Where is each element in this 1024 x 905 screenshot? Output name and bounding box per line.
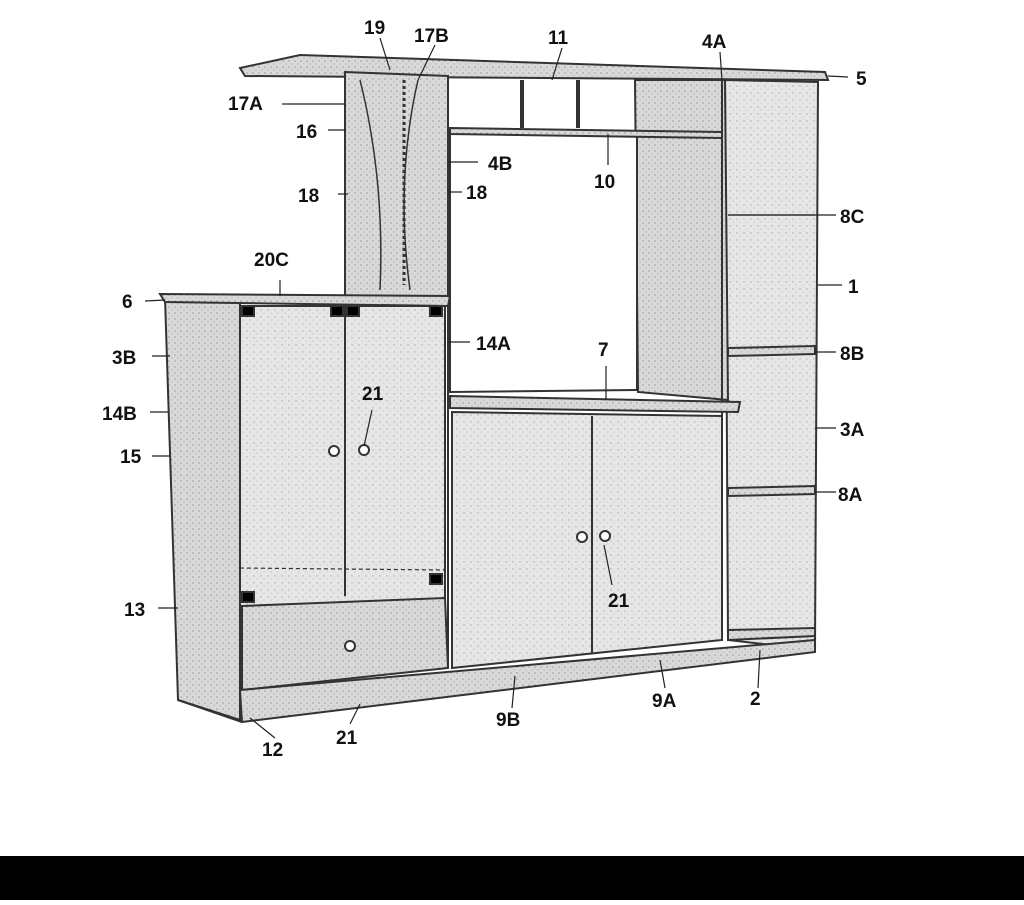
label-14A: 14A	[476, 334, 511, 355]
knob-center-left	[576, 531, 588, 543]
label-4B: 4B	[488, 154, 512, 175]
hinge-tm1	[330, 305, 344, 317]
label-5: 5	[856, 69, 867, 90]
black-bottom-band	[0, 856, 1024, 900]
label-21-drawer: 21	[336, 728, 358, 749]
right-side-panel	[723, 78, 820, 652]
label-11: 11	[548, 28, 569, 49]
knob-center-right	[599, 530, 611, 542]
label-2: 2	[750, 689, 761, 710]
counter-top-6	[158, 292, 452, 308]
reference-labels: 19 17B 11 4A 5 17A 16 4B 10 18 18 8C 20C…	[102, 18, 867, 761]
center-top-7	[449, 394, 742, 414]
hinge-tl	[241, 305, 255, 317]
upper-left-tower	[344, 70, 449, 302]
label-3A: 3A	[840, 420, 865, 441]
label-1: 1	[848, 277, 859, 298]
label-8B: 8B	[840, 344, 864, 365]
label-15: 15	[120, 447, 142, 468]
knob-glass-left	[328, 445, 340, 457]
label-12: 12	[262, 740, 283, 761]
base-edge	[177, 699, 243, 723]
glass-cabinet	[239, 305, 446, 607]
base-plinth	[238, 638, 816, 724]
center-upper-panel	[633, 79, 730, 402]
label-21-center: 21	[608, 591, 630, 612]
label-8C: 8C	[840, 207, 865, 228]
label-13: 13	[124, 600, 145, 621]
hinge-bl	[241, 591, 255, 603]
label-17B: 17B	[414, 26, 449, 47]
hinge-br	[429, 573, 443, 585]
knob-drawer	[344, 640, 356, 652]
label-8A: 8A	[838, 485, 863, 506]
curtain-17A	[359, 79, 382, 291]
shelf-8A	[727, 484, 816, 498]
label-20C: 20C	[254, 250, 289, 271]
hinge-tr	[429, 305, 443, 317]
label-9B: 9B	[496, 710, 520, 731]
label-18-left: 18	[298, 186, 319, 207]
bottom-shelf-right	[727, 626, 816, 642]
label-9A: 9A	[652, 691, 677, 712]
shelf-8B	[727, 344, 816, 358]
inner-shelf-15	[239, 567, 446, 571]
label-19: 19	[364, 18, 385, 39]
label-21-glass: 21	[362, 384, 384, 405]
top-board	[238, 53, 830, 82]
left-side-panel	[163, 296, 241, 722]
leader-lines	[144, 37, 849, 739]
label-18-right: 18	[466, 183, 487, 204]
label-16: 16	[296, 122, 317, 143]
hinge-tm2	[346, 305, 360, 317]
label-10: 10	[594, 172, 615, 193]
label-4A: 4A	[702, 32, 727, 53]
knob-glass-right	[358, 444, 370, 456]
label-6: 6	[122, 292, 133, 313]
label-17A: 17A	[228, 94, 263, 115]
cabinet-drawing	[158, 53, 830, 724]
label-3B: 3B	[112, 348, 136, 369]
label-14B: 14B	[102, 404, 137, 425]
label-7: 7	[598, 340, 609, 361]
